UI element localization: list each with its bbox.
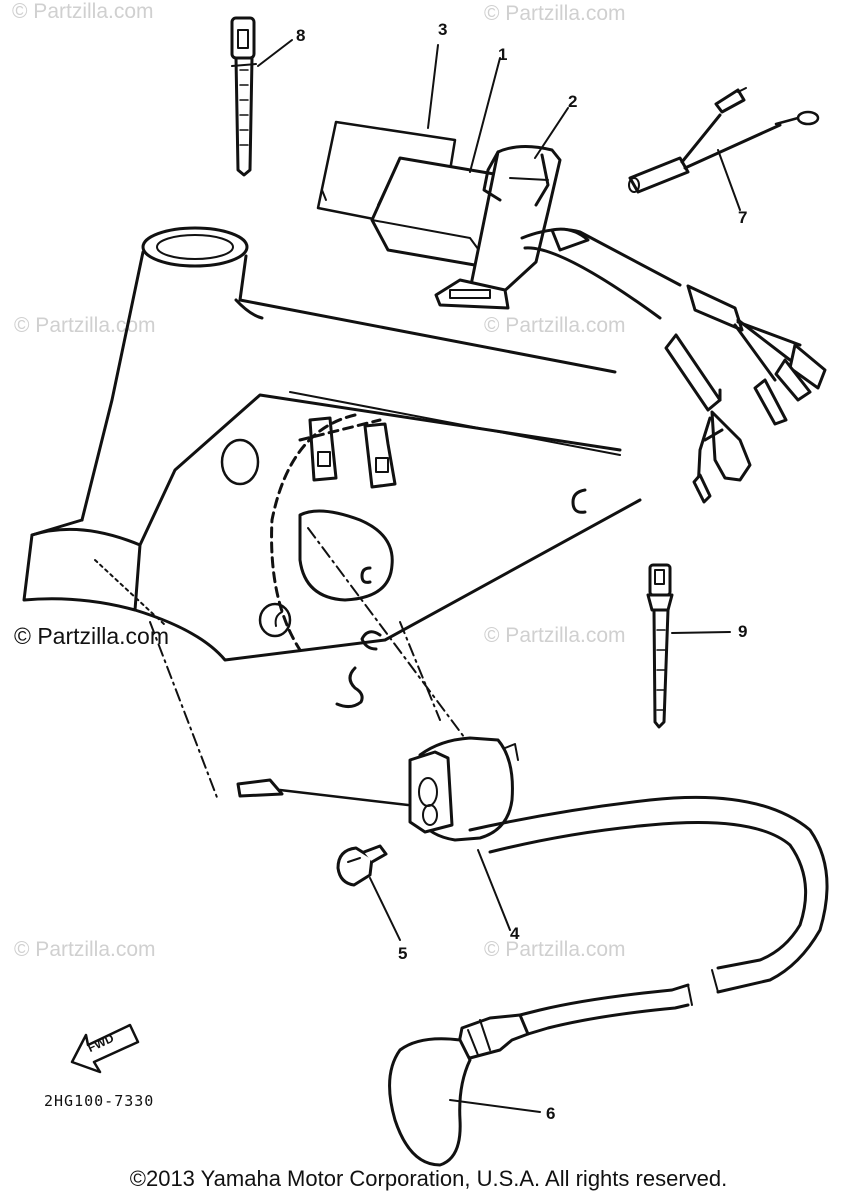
- part-8-cable-tie: [230, 16, 257, 177]
- part-5-screw: [336, 844, 388, 887]
- watermark: © Partzilla.com: [12, 0, 154, 23]
- copyright-notice: ©2013 Yamaha Motor Corporation, U.S.A. A…: [129, 1166, 728, 1191]
- part-6-spark-plug-cap: [388, 1013, 530, 1167]
- watermark: © Partzilla.com: [484, 314, 626, 337]
- callout-6: 6: [546, 1104, 556, 1123]
- callout-leaders: [257, 39, 741, 1113]
- diagram-code: 2HG100-7330: [44, 1092, 155, 1110]
- fwd-arrow-icon: [70, 1023, 140, 1074]
- watermark: © Partzilla.com: [484, 938, 626, 961]
- watermark: © Partzilla.com: [484, 2, 626, 25]
- frame-steering-head: [22, 226, 642, 801]
- watermark-prominent: © Partzilla.com: [14, 623, 169, 649]
- part-2-rubber-band: [434, 145, 562, 310]
- part-4-ignition-coil: [236, 736, 829, 1036]
- watermark: © Partzilla.com: [14, 314, 156, 337]
- watermark: © Partzilla.com: [484, 624, 626, 647]
- callout-2: 2: [568, 92, 578, 111]
- wire-harness: [520, 227, 827, 504]
- callout-5: 5: [398, 944, 408, 963]
- callout-7: 7: [738, 208, 748, 227]
- part-7-lead-wire: [628, 87, 820, 194]
- callout-8: 8: [296, 26, 306, 45]
- part-9-cable-tie: [646, 563, 674, 729]
- callout-1: 1: [498, 45, 508, 64]
- callout-9: 9: [738, 622, 748, 641]
- watermark: © Partzilla.com: [14, 938, 156, 961]
- callout-4: 4: [510, 924, 520, 943]
- callout-3: 3: [438, 20, 448, 39]
